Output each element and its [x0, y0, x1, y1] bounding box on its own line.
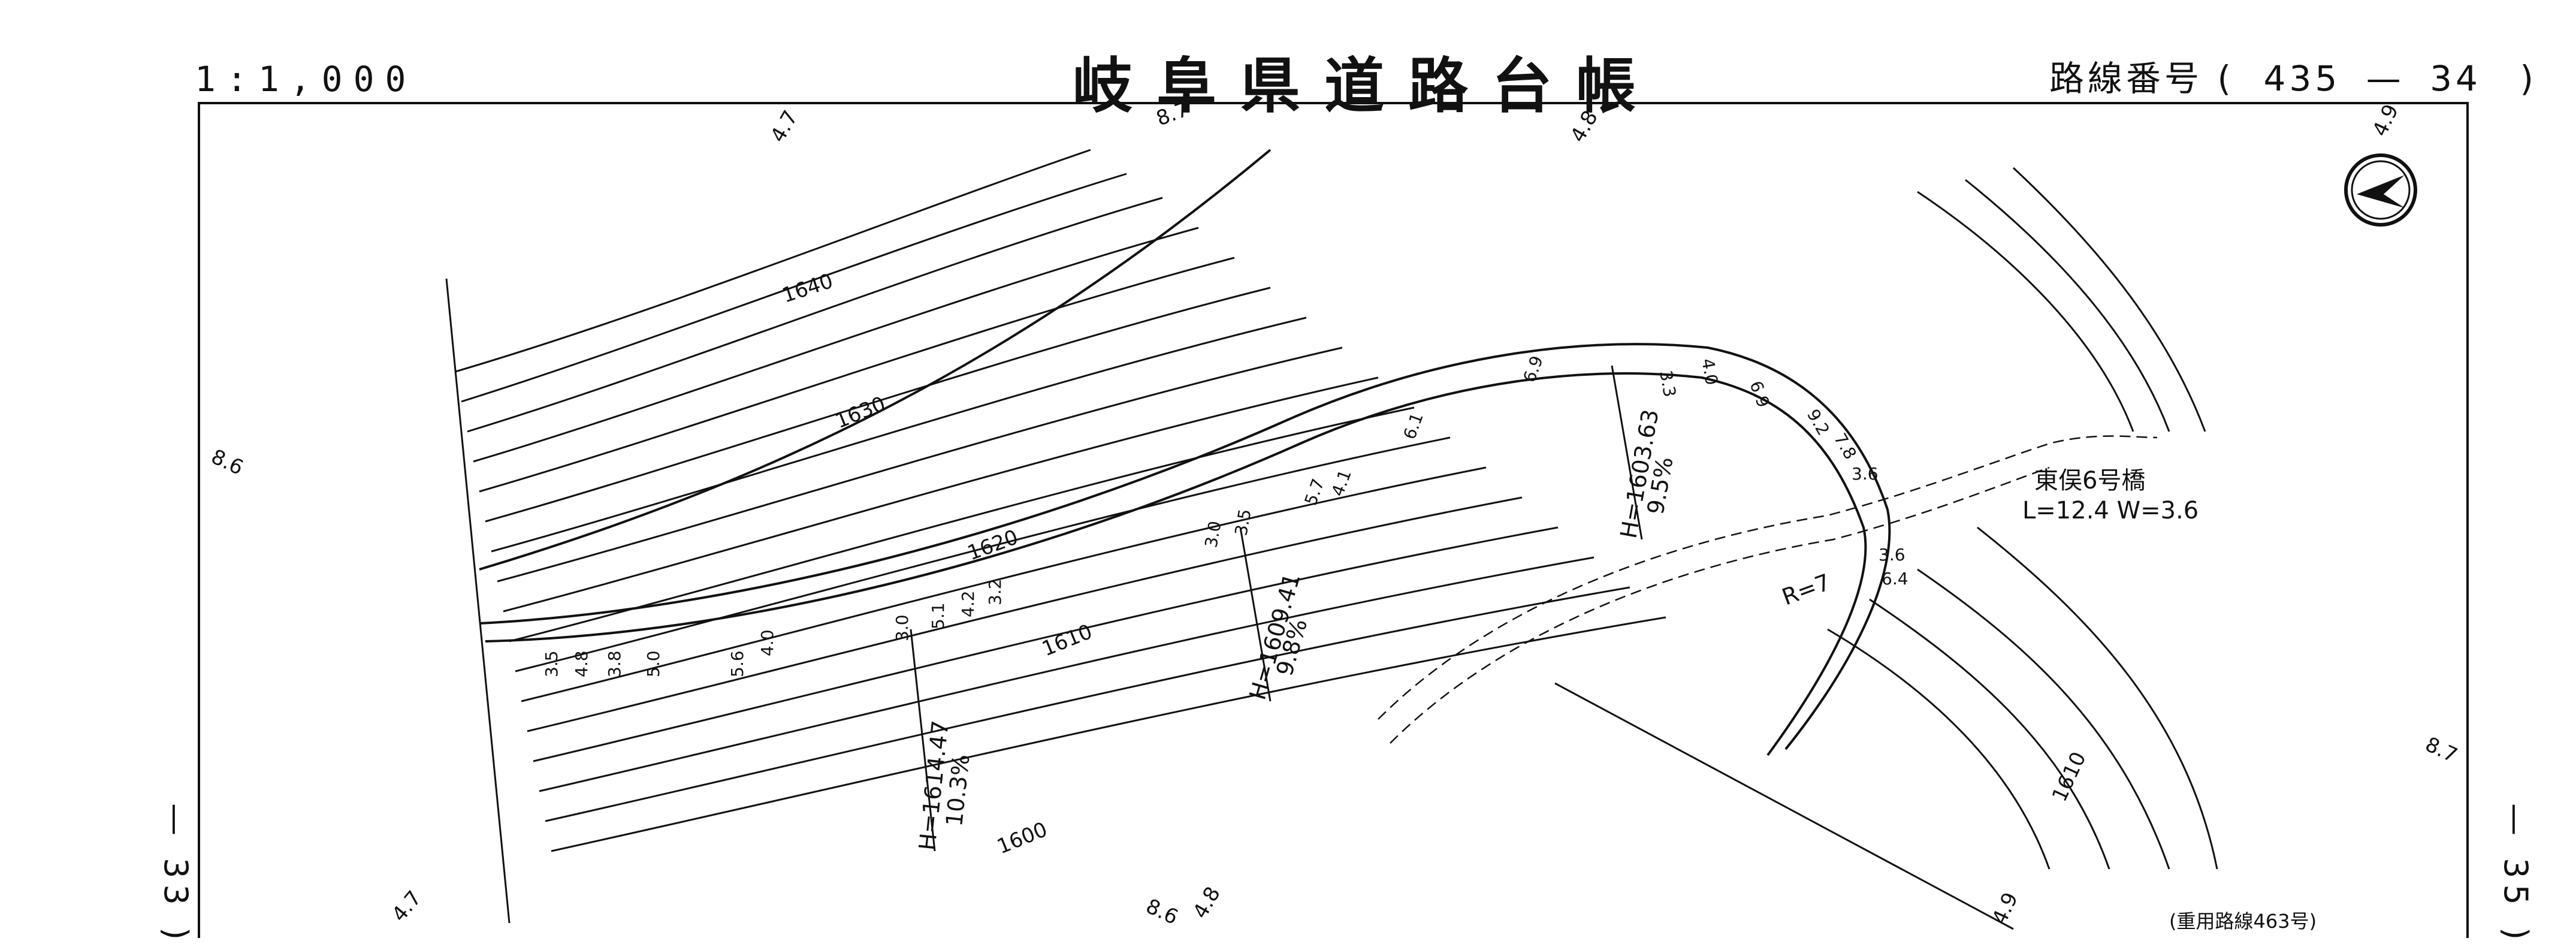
route-dash: — [2366, 58, 2405, 99]
grid-mark: 4.9 [2368, 101, 2403, 140]
curve-radius: R=7 [1778, 569, 1834, 611]
grid-mark: 8.7 [1153, 97, 1191, 131]
sheet-title: 岐阜県道路台帳 [1073, 50, 1660, 121]
road-width: 5.6 [727, 650, 747, 677]
route-close-paren: ) [2520, 58, 2538, 99]
grid-mark: 8.7 [2421, 732, 2461, 768]
adjacent-sheet-left: — 33 ) [157, 803, 195, 946]
compass-north-icon [2342, 151, 2420, 229]
route-number-value: 435 [2263, 58, 2341, 99]
route-sheet-value: 34 [2430, 58, 2481, 99]
bridge-name: 東俣6号橋 [2034, 467, 2145, 494]
contour-lines [455, 149, 2218, 870]
grid-mark: 4.7 [387, 886, 426, 927]
road-width: 4.1 [1328, 467, 1355, 499]
route-number: 路線番号 ( 435 — 34 ) [2049, 50, 2537, 101]
contour-label-1620: 1620 [964, 525, 1021, 565]
grid-mark: 4.8 [1566, 107, 1603, 147]
road-width: 3.5 [542, 650, 561, 677]
road-width: 6.1 [1400, 410, 1427, 442]
map-labels: 1640 1630 1620 1610 1600 1610 4.7 8.7 4.… [207, 97, 2461, 933]
map-frame [198, 102, 2469, 938]
elevation-leaders [910, 365, 1643, 852]
road-width: 3.3 [1656, 369, 1680, 399]
grid-mark: 8.6 [1142, 894, 1182, 930]
overlap-route-note: (重用路線463号) [2169, 910, 2317, 933]
road-width: 3.6 [1852, 464, 1879, 484]
road-width: 3.0 [1201, 520, 1225, 550]
road-width: 3.6 [1879, 545, 1905, 565]
grid-mark: 8.6 [207, 445, 247, 480]
road-width: 3.5 [1231, 508, 1255, 538]
road-width: 4.8 [572, 650, 591, 677]
contour-label-1640: 1640 [779, 269, 836, 308]
road-width: 4.0 [757, 629, 777, 656]
road-width: 4.2 [958, 590, 978, 617]
contour-label-1630: 1630 [832, 392, 889, 434]
route-open-paren: ( [2217, 58, 2235, 99]
road-width: 5.1 [928, 602, 948, 629]
road-width: 3.8 [605, 650, 624, 677]
road-width: 6.9 [1745, 378, 1773, 410]
contour-label-1600: 1600 [993, 818, 1050, 859]
route-label: 路線番号 [2049, 58, 2203, 99]
grid-mark: 4.7 [766, 107, 803, 147]
road-width: 3.0 [892, 614, 912, 641]
map-scale: 1:1,000 [195, 59, 417, 99]
road-width: 6.4 [1882, 569, 1908, 589]
road-width: 7.8 [1830, 430, 1861, 463]
adjacent-sheet-right: — 35 ) [2497, 803, 2535, 946]
bridge-dimensions: L=12.4 W=3.6 [2022, 497, 2198, 524]
road-width: 6.9 [1520, 353, 1547, 385]
contour-label-1610-east: 1610 [2047, 748, 2091, 805]
grid-mark: 4.8 [1188, 883, 1225, 923]
road-width: 3.2 [985, 578, 1005, 605]
road-edges [479, 149, 1891, 756]
river [1378, 435, 2158, 744]
road-width: 5.7 [1301, 476, 1328, 508]
road-width: 5.0 [644, 650, 663, 677]
sheet-header: 1:1,000 岐阜県道路台帳 路線番号 ( 435 — 34 ) [0, 0, 2576, 121]
road-width: 4.0 [1698, 357, 1722, 387]
grid-mark: 4.9 [1988, 889, 2023, 928]
contour-label-1610: 1610 [1038, 620, 1095, 662]
